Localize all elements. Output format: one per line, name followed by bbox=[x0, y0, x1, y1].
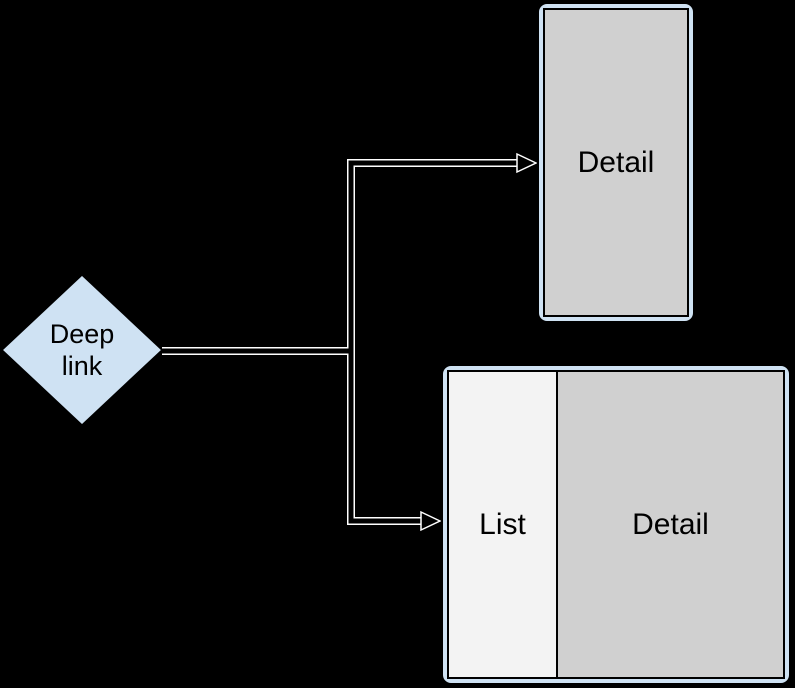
detail-pane-node: Detail bbox=[537, 2, 695, 323]
deep-link-diamond bbox=[0, 273, 164, 427]
connector-to-list-detail-casing bbox=[162, 347, 423, 525]
connector-core-group bbox=[162, 160, 519, 524]
connector-to-detail-core bbox=[162, 160, 519, 354]
connector-to-detail-casing bbox=[162, 159, 519, 355]
deep-link-label-line2: link bbox=[61, 351, 103, 381]
list-panel-label: List bbox=[479, 507, 526, 541]
detail-panel-label: Detail bbox=[632, 507, 709, 541]
connector-to-list-detail-core bbox=[162, 348, 423, 524]
detail-pane-label: Detail bbox=[577, 145, 655, 179]
arrowhead-bottom-icon bbox=[420, 510, 442, 532]
deep-link-label: Deep link bbox=[2, 318, 162, 382]
detail-panel: Detail bbox=[558, 372, 783, 677]
list-detail-surface: List Detail bbox=[447, 370, 785, 679]
detail-pane-surface: Detail bbox=[543, 8, 689, 317]
arrowhead-top-icon bbox=[516, 152, 538, 174]
list-detail-node: List Detail bbox=[441, 364, 791, 685]
deep-link-label-line1: Deep bbox=[49, 319, 115, 349]
list-panel: List bbox=[449, 372, 558, 677]
